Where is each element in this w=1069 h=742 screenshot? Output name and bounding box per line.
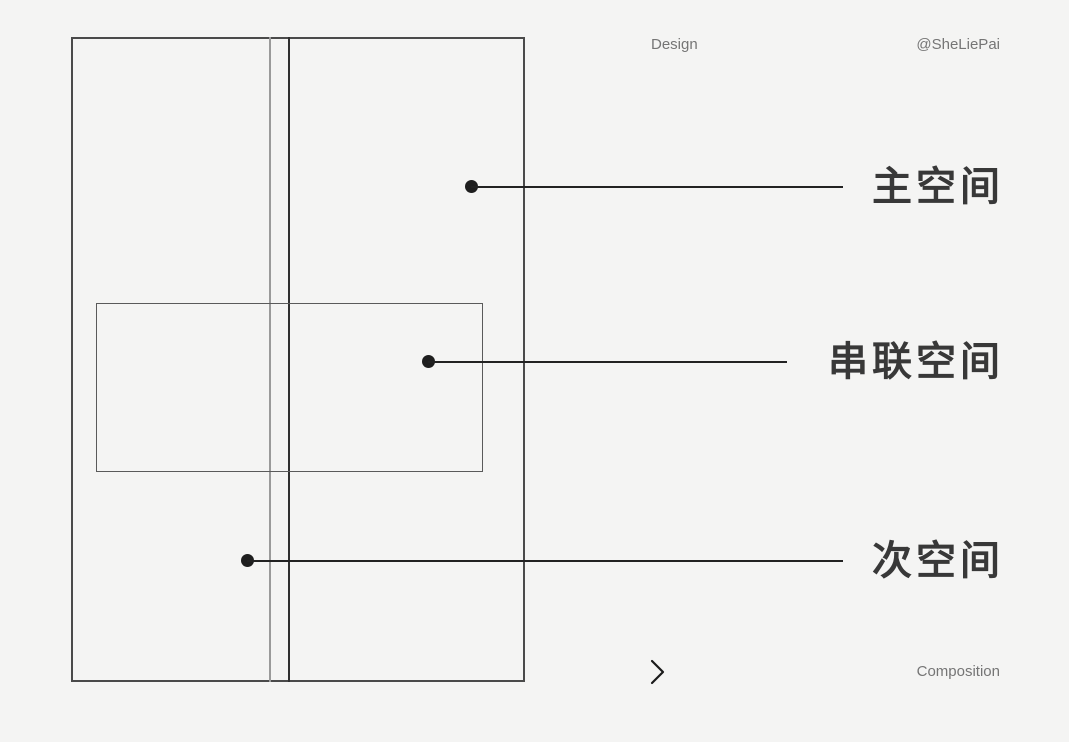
label-linked-space: 串联空间 bbox=[828, 340, 1004, 384]
author-handle: @SheLiePai bbox=[916, 36, 1000, 53]
label-main-space: 主空间 bbox=[872, 165, 1004, 209]
linked-space-rectangle bbox=[96, 303, 483, 472]
label-secondary-space: 次空间 bbox=[872, 539, 1004, 583]
space-divider-line-dark bbox=[288, 37, 290, 682]
next-page-button[interactable] bbox=[650, 659, 666, 685]
caption-label: Composition bbox=[916, 663, 1000, 680]
callout-line-secondary-space bbox=[247, 560, 843, 562]
space-divider-line-gray bbox=[269, 37, 271, 682]
category-label: Design bbox=[651, 36, 698, 53]
callout-line-main-space bbox=[471, 186, 843, 188]
chevron-right-icon bbox=[650, 659, 666, 685]
main-space-rectangle bbox=[71, 37, 525, 682]
callout-line-linked-space bbox=[428, 361, 787, 363]
